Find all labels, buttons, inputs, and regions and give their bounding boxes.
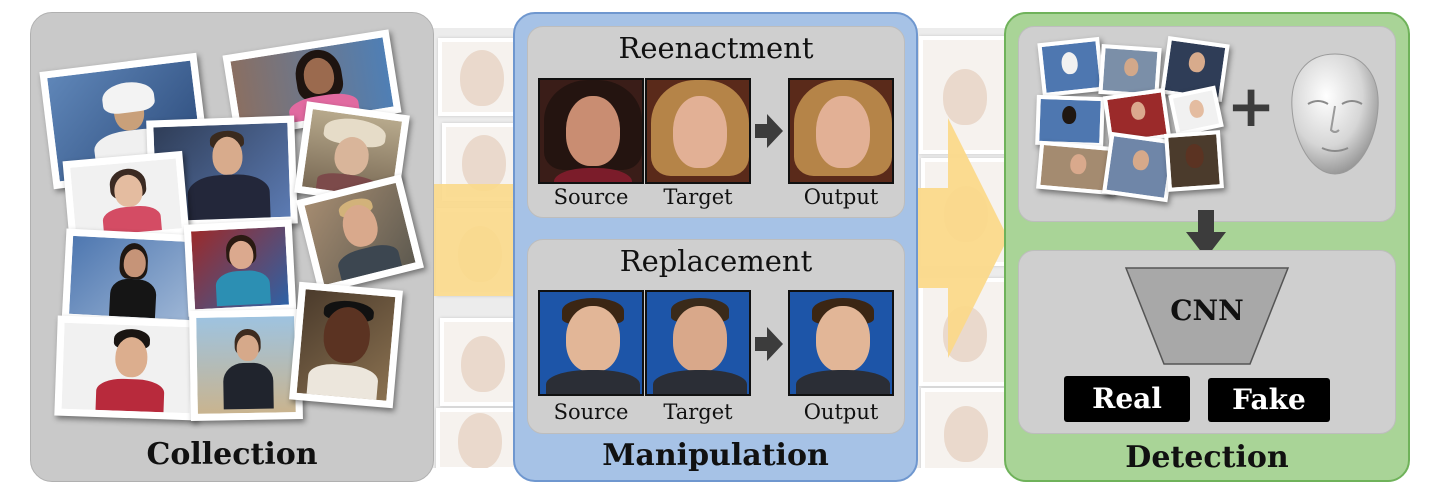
flow-arrow-collection-to-manipulation (420, 184, 530, 296)
cnn-trapezoid (1124, 267, 1290, 365)
real-label: Real (1064, 376, 1190, 422)
reenactment-output-face (788, 78, 894, 184)
collage-photo (54, 315, 200, 421)
reenactment-target-face (645, 78, 751, 184)
mini-collage-photo (1035, 94, 1105, 148)
replacement-caption-target: Target (663, 400, 733, 424)
collection-title: Collection (146, 437, 318, 472)
collage-photo (189, 309, 303, 421)
mini-collage-photo (1164, 130, 1224, 192)
reenactment-caption-output: Output (803, 185, 879, 209)
collage-photo (183, 219, 297, 317)
flow-arrow-manipulation-to-detection (908, 118, 1008, 358)
plus-icon: + (1226, 72, 1276, 140)
manipulation-title: Manipulation (602, 438, 829, 473)
reenactment-title: Reenactment (618, 31, 814, 65)
cnn-label: CNN (1170, 294, 1244, 327)
detection-title: Detection (1125, 440, 1289, 475)
collage-photo (61, 228, 203, 328)
mini-collage-photo (1037, 36, 1105, 98)
replacement-output-face (788, 290, 894, 396)
reenactment-caption-source: Source (553, 185, 629, 209)
replacement-title: Replacement (619, 244, 813, 278)
replacement-target-face (645, 290, 751, 396)
3d-face-mesh-icon (1291, 53, 1379, 175)
reenactment-source-face (538, 78, 644, 184)
collage-photo (289, 281, 403, 409)
small-right-arrow (755, 114, 783, 148)
down-arrow (1186, 210, 1226, 258)
replacement-caption-output: Output (803, 400, 879, 424)
small-right-arrow (755, 327, 783, 361)
reenactment-caption-target: Target (663, 185, 733, 209)
replacement-caption-source: Source (553, 400, 629, 424)
replacement-source-face (538, 290, 644, 396)
fake-label: Fake (1208, 378, 1330, 422)
